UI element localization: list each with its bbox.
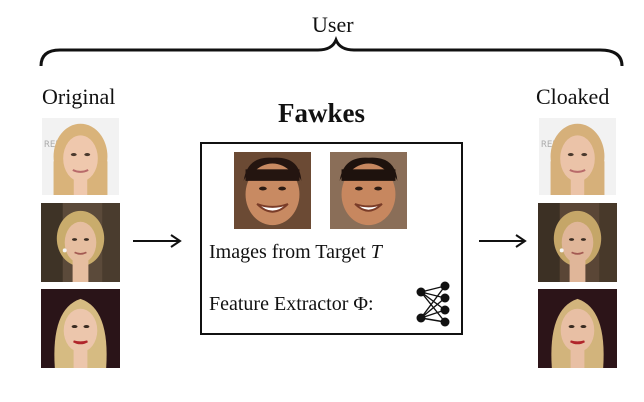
- neural-network-icon: [416, 281, 450, 327]
- cloaked-photo: RED: [538, 118, 617, 195]
- original-label: Original: [42, 84, 116, 109]
- cloaked-photo: [538, 203, 617, 282]
- target-label-prefix: Images from Target: [209, 241, 371, 263]
- target-photo: [330, 152, 407, 229]
- original-photo: [41, 203, 120, 282]
- svg-text:RED: RED: [44, 140, 62, 150]
- original-photo: [41, 289, 120, 368]
- user-label: User: [312, 12, 354, 37]
- fawkes-title: Fawkes: [278, 98, 365, 128]
- svg-text:RED: RED: [541, 140, 559, 150]
- cloaked-photo: [538, 289, 617, 368]
- fawkes-box: [200, 142, 463, 335]
- target-variable: T: [370, 241, 382, 263]
- feature-extractor-label: Feature Extractor Φ:: [209, 293, 374, 315]
- curly-brace-icon: [39, 35, 624, 67]
- original-photo: RED: [41, 118, 120, 195]
- target-photo: [234, 152, 311, 229]
- target-images-label: Images from Target T: [209, 242, 382, 262]
- cloaked-label: Cloaked: [536, 84, 610, 109]
